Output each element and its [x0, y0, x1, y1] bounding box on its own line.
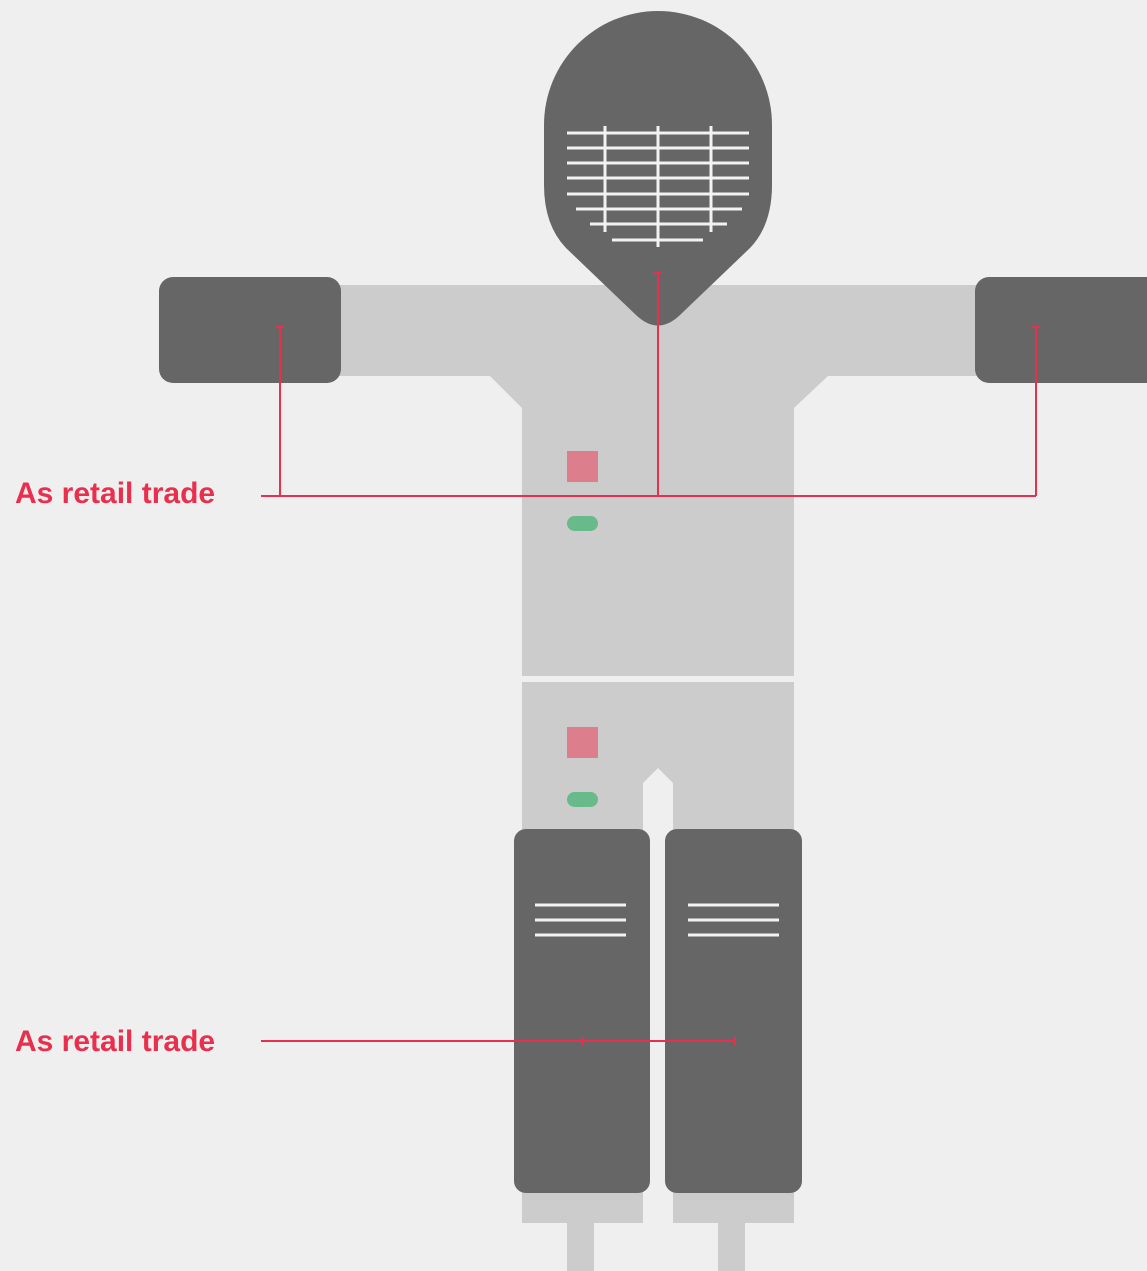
- left-shin-guard: [514, 829, 650, 1193]
- callout-label-lower: As retail trade: [15, 1025, 216, 1058]
- right-glove: [975, 277, 1147, 383]
- trousers: [522, 682, 794, 840]
- shin-guard-stripes: [535, 903, 779, 937]
- left-glove: [159, 277, 341, 383]
- mask-grille: [567, 126, 749, 247]
- trousers-red-badge: [567, 727, 598, 758]
- callout-upper-leader: [261, 272, 1040, 497]
- jacket-green-badge: [567, 516, 598, 531]
- callout-label-upper: As retail trade: [15, 477, 216, 510]
- left-leg: [567, 1218, 594, 1271]
- waist-seam: [522, 676, 794, 682]
- right-shin-guard: [665, 829, 802, 1193]
- trousers-green-badge: [567, 792, 598, 807]
- right-leg: [718, 1218, 745, 1271]
- jacket-red-badge: [567, 451, 598, 482]
- callout-lower-leader: [261, 1037, 736, 1045]
